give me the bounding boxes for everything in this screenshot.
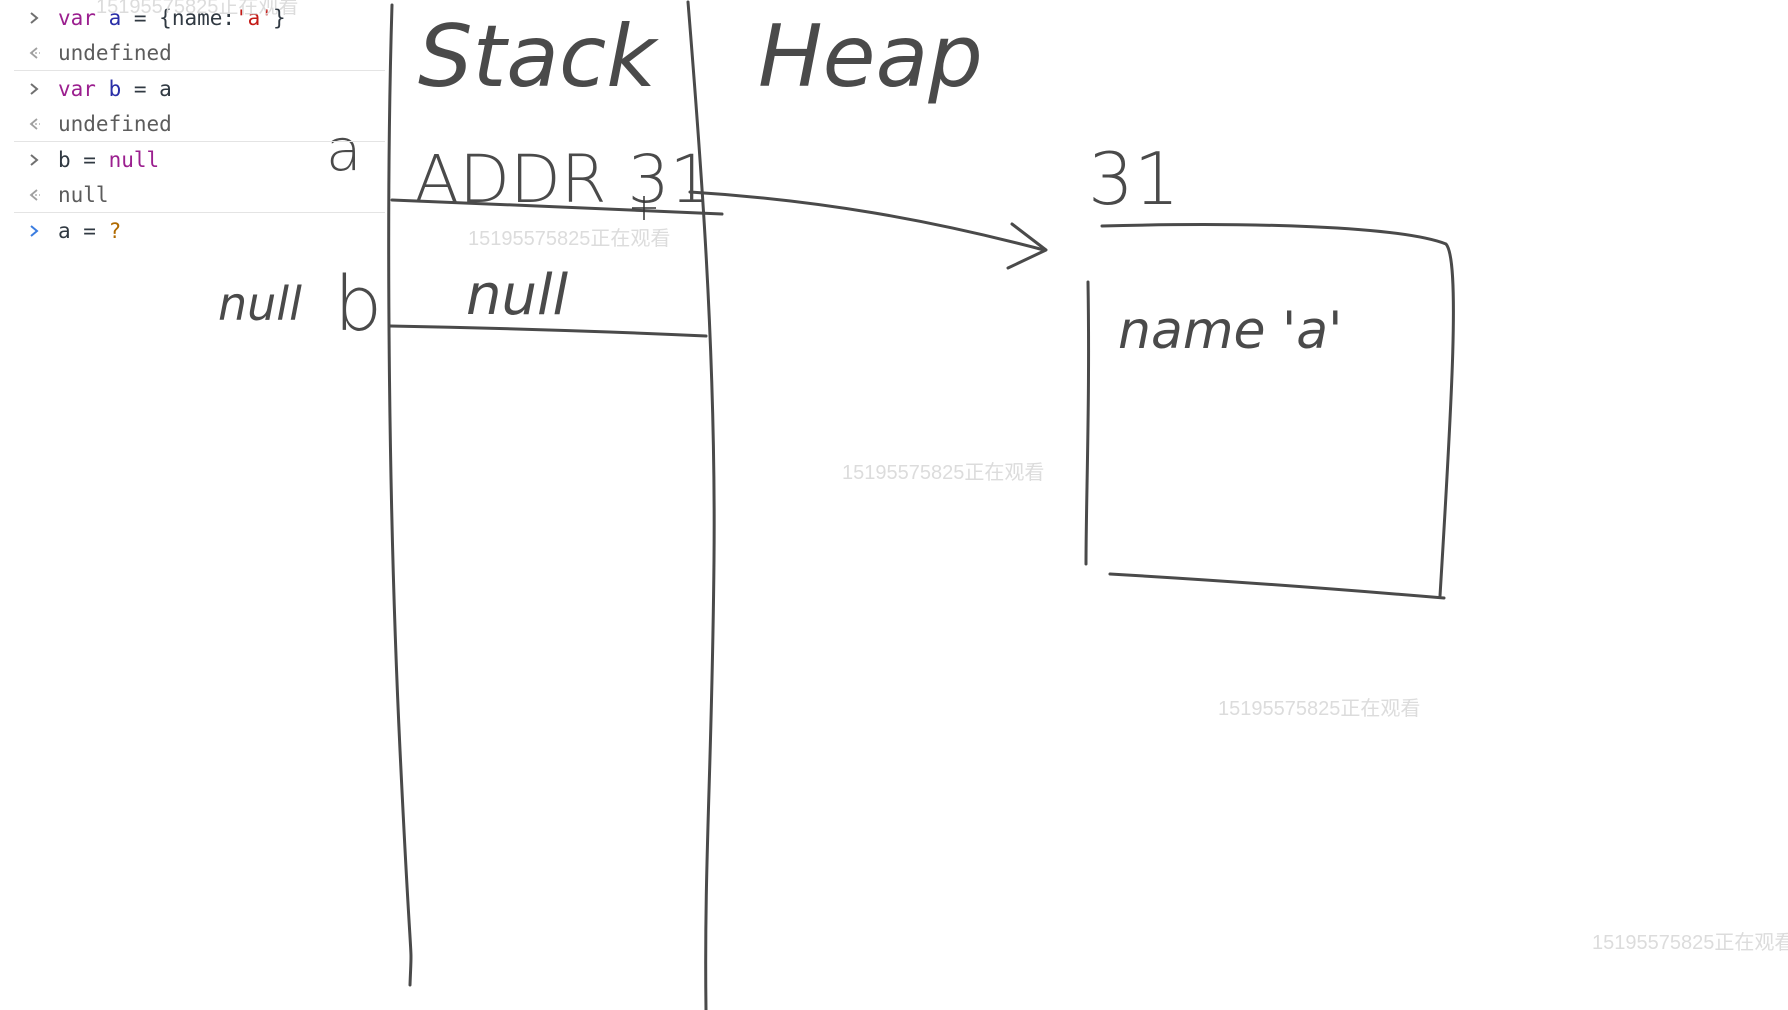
console-code: var b = a (58, 77, 172, 101)
crosshair-cursor-icon (632, 196, 656, 220)
return-arrow-icon (29, 118, 40, 130)
stack-left-border (387, 3, 413, 987)
console-input-row[interactable]: var a = {name:'a'} (0, 0, 385, 36)
console-input-row[interactable]: b = null (0, 142, 385, 178)
code-token: b (108, 77, 122, 101)
watermark: 15195575825正在观看 (1218, 698, 1421, 720)
var-a-label: a (326, 116, 362, 184)
watermark: 15195575825正在观看 (96, 0, 299, 18)
watermark: 15195575825正在观看 (468, 228, 671, 250)
console-result-row: null (14, 178, 385, 213)
arrow-head-icon (1006, 222, 1048, 270)
code-token: = (121, 6, 160, 30)
chevron-right-icon (30, 12, 39, 24)
code-token: ? (108, 219, 122, 243)
reference-arrow (688, 190, 1046, 252)
console-prompt-input[interactable]: a = ? (58, 219, 121, 243)
slot-a-divider (390, 198, 724, 216)
slot-a-value: ADDR 31 (414, 141, 712, 218)
console-input-row[interactable]: var b = a (0, 71, 385, 107)
heap-title: Heap (758, 7, 983, 107)
return-arrow-icon (29, 47, 40, 59)
console-result-row: undefined (14, 36, 385, 71)
stack-title: Stack (418, 7, 659, 107)
watermark: 15195575825正在观看 (842, 462, 1045, 484)
heap-address-label: 31 (1088, 137, 1180, 221)
console-result-text: undefined (58, 41, 172, 65)
code-token: } (272, 6, 286, 30)
chevron-right-icon (30, 154, 39, 166)
console-result-row: undefined (14, 107, 385, 142)
console-prompt-row[interactable]: a = ? (0, 213, 385, 249)
code-token: a (159, 77, 172, 101)
devtools-console: var a = {name:'a'} undefined var b = a u… (0, 0, 385, 249)
var-b-label: b (334, 259, 382, 348)
var-b-prev-note: null (218, 277, 302, 331)
stack-right-border (686, 0, 716, 1010)
code-token: 'a' (235, 6, 273, 30)
code-token: = (70, 219, 109, 243)
code-token: a (58, 219, 71, 243)
code-token: null (108, 148, 160, 172)
console-result-text: undefined (58, 112, 172, 136)
return-arrow-icon (29, 189, 40, 201)
code-token: = (70, 148, 109, 172)
code-token: var (58, 6, 109, 30)
chevron-right-icon (30, 225, 39, 237)
chevron-right-icon (30, 83, 39, 95)
console-code: var a = {name:'a'} (58, 6, 286, 30)
code-token: = (121, 77, 160, 101)
code-token: a (108, 6, 122, 30)
code-token: var (58, 77, 109, 101)
heap-object-box (1084, 223, 1455, 600)
slot-b-divider (388, 324, 708, 338)
code-token: {name: (159, 6, 236, 30)
console-result-text: null (58, 183, 109, 207)
console-code: b = null (58, 148, 159, 172)
heap-object-content: name 'a' (1118, 301, 1342, 361)
slot-b-value: null (466, 263, 569, 328)
watermark: 15195575825正在观看 (1592, 932, 1788, 954)
code-token: b (58, 148, 71, 172)
